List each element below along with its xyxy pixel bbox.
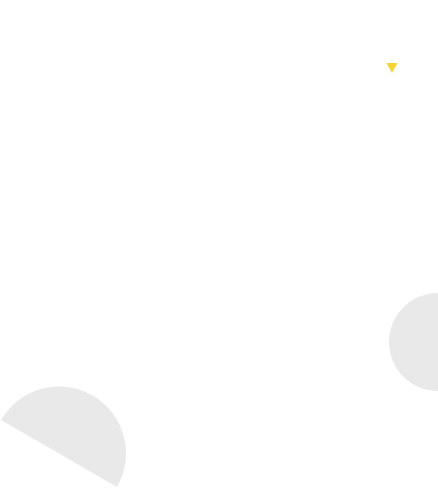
triangle-down-icon bbox=[386, 63, 398, 73]
half-circle-right-edge bbox=[389, 293, 438, 391]
half-circle-bottom-left bbox=[1, 386, 126, 487]
